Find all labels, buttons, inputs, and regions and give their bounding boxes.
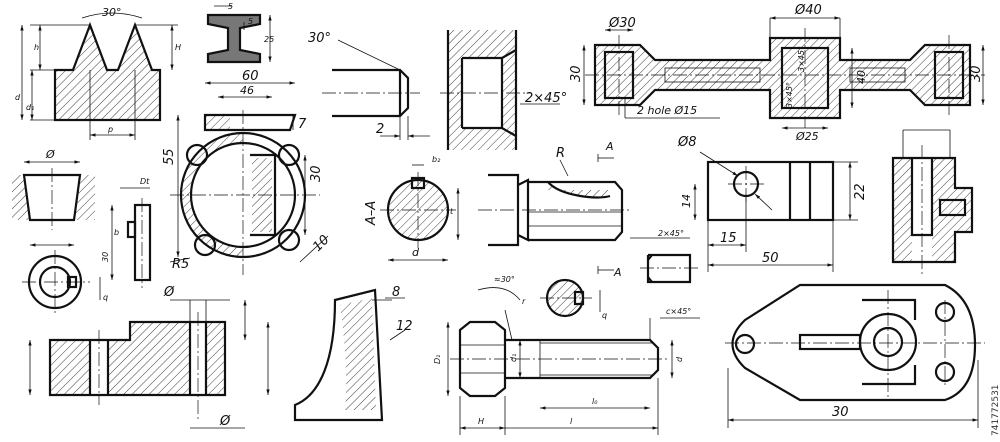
bolt-H-label: H — [478, 417, 484, 426]
lever-plate-drawing: 30 — [725, 283, 985, 428]
section-t-label: t — [450, 207, 454, 216]
rib-8-label: 8 — [392, 285, 400, 300]
key-part-drawing: Dt b 30 — [101, 177, 152, 288]
ring-R5-label: R5 — [172, 257, 189, 272]
rod-30-right-label: 30 — [969, 65, 984, 82]
ring-10-label: 10 — [310, 233, 332, 255]
stock-id-label: 741772531 — [991, 384, 999, 436]
bolt-chamfer-label: c×45° — [666, 307, 691, 316]
keyed-washer-drawing: q — [22, 250, 108, 315]
thread-h-label: h — [34, 43, 39, 52]
ring-housing-drawing: 60 46 7 55 30 R5 10 — [162, 69, 333, 275]
bushing-diameter-label: Ø — [45, 148, 55, 161]
bolt-D1-label: D₁ — [433, 355, 442, 364]
rod-chamfer-label-b: 3×45° — [797, 46, 806, 72]
rod-30-left-label: 30 — [569, 65, 584, 82]
section-b2-label: b₂ — [432, 155, 441, 164]
section-marker-bottom: A — [613, 266, 622, 279]
block-diameter-bottom-label: Ø — [219, 414, 231, 429]
lever-30-label: 30 — [832, 405, 849, 420]
thread-profile-drawing: 30° h H d d₁ p — [15, 6, 181, 140]
thread-d-label: d — [15, 93, 21, 102]
ibeam-25-label: 25 — [264, 35, 274, 44]
key-dt-label: Dt — [140, 177, 150, 186]
rod-d25-label: Ø25 — [795, 130, 819, 143]
rod-hole-label: 2 hole Ø15 — [637, 104, 697, 117]
ring-60-label: 60 — [242, 69, 259, 84]
key-b-label: b — [114, 228, 119, 237]
block-d8-label: Ø8 — [677, 135, 697, 150]
bolt-angle-label: ≈30° — [494, 275, 515, 284]
thread-angle-label: 30° — [102, 6, 122, 19]
pin-chamfer-label: 2×45° — [658, 229, 684, 238]
rib-bracket-drawing: 8 12 — [293, 285, 413, 422]
thread-p-label: p — [107, 125, 113, 134]
bolt-l-label: l — [570, 417, 573, 426]
i-beam-drawing: 5 5 25 — [206, 2, 274, 64]
tapered-bushing-drawing: Ø — [12, 148, 95, 247]
shaft-section-aa: A–A b₂ t d — [364, 155, 460, 262]
keyhole-section: q — [540, 278, 607, 320]
ring-30-label: 30 — [309, 165, 324, 182]
rod-chamfer-label-a: 3×45° — [785, 82, 794, 108]
block-50-label: 50 — [762, 251, 779, 266]
bolt-d-label: d — [675, 356, 684, 362]
rib-12-label: 12 — [396, 319, 413, 334]
block-with-hole-drawing: Ø8 14 15 50 22 — [677, 135, 868, 272]
hole-chamfer-section: 2×45° — [440, 30, 567, 150]
pin-R-label: R — [556, 146, 565, 161]
shaft-angle-label: 30° — [308, 31, 331, 46]
block-22-label: 22 — [853, 183, 868, 200]
block-15-label: 15 — [720, 231, 737, 246]
ring-55-label: 55 — [162, 148, 177, 165]
key-30-label: 30 — [101, 252, 110, 262]
section-marker-top: A — [605, 140, 614, 153]
ring-46-label: 46 — [240, 84, 254, 97]
shaft-keyway-drawing: R A A — [478, 140, 632, 279]
thread-d1-label: d₁ — [26, 103, 34, 112]
ibeam-5-label-b: 5 — [248, 17, 253, 26]
washer-q-label: q — [103, 293, 108, 302]
block-diameter-top-label: Ø — [163, 285, 175, 300]
keyhole-q-label: q — [602, 311, 607, 320]
block-14-label: 14 — [680, 194, 693, 208]
bolt-l0-label: l₀ — [592, 397, 598, 406]
section-title: A–A — [364, 201, 379, 226]
housing-side-view — [891, 129, 974, 275]
stepped-block-drawing: Ø Ø — [28, 285, 270, 429]
rod-d40-label: Ø40 — [794, 3, 822, 18]
ibeam-5-label-a: 5 — [228, 2, 233, 11]
shaft-chamfer-drawing: 30° 2 — [308, 31, 430, 140]
hex-bolt-drawing: ≈30° r c×45° D₁ d₁ d l₀ H l — [433, 275, 700, 435]
bolt-r-label: r — [522, 297, 526, 306]
section-d-label: d — [412, 246, 420, 259]
hole-chamfer-label: 2×45° — [525, 91, 567, 106]
bolt-d1-label: d₁ — [509, 354, 518, 362]
stock-id-text: 741772531 — [991, 384, 999, 436]
ring-7-label: 7 — [298, 117, 307, 132]
rod-d30-label: Ø30 — [608, 16, 636, 31]
thread-H-label: H — [175, 43, 181, 52]
connecting-rod-drawing: Ø30 Ø40 30 30 40 3×45° 3×45° 2 hole Ø15 … — [569, 3, 985, 143]
shaft-chamfer-length-label: 2 — [376, 122, 384, 137]
rod-40-label: 40 — [855, 70, 868, 84]
small-pin-drawing: 2×45° — [630, 229, 700, 284]
